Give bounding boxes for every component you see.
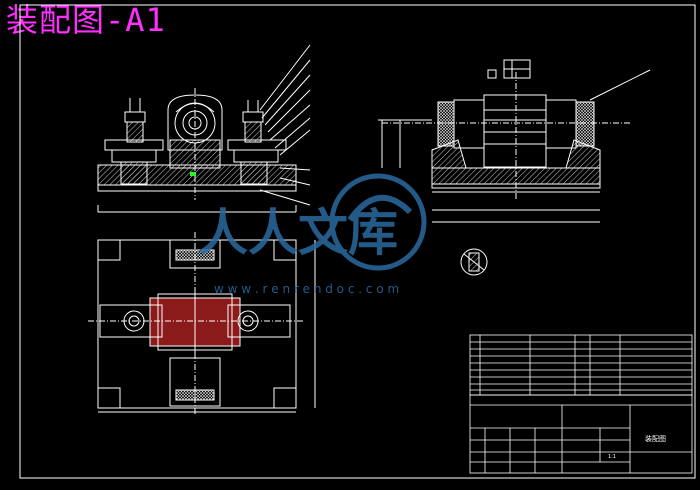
watermark-url: w w w . r e n r e n d o c . c o m [214, 282, 399, 296]
watermark: 人人文库 w w w . r e n r e n d o c . c o m [198, 173, 427, 296]
drawing-title: 装配图-A1 [6, 1, 166, 39]
title-block [469, 394, 693, 474]
sheet-frame [19, 4, 696, 479]
side-view [378, 59, 651, 276]
watermark-cn-text: 人人文库 [198, 204, 398, 262]
top-view [88, 232, 316, 415]
title-block-name: 装配图 [645, 434, 666, 443]
front-view [97, 44, 311, 213]
parts-list [469, 334, 693, 396]
title-block-scale: 1:1 [608, 454, 616, 460]
